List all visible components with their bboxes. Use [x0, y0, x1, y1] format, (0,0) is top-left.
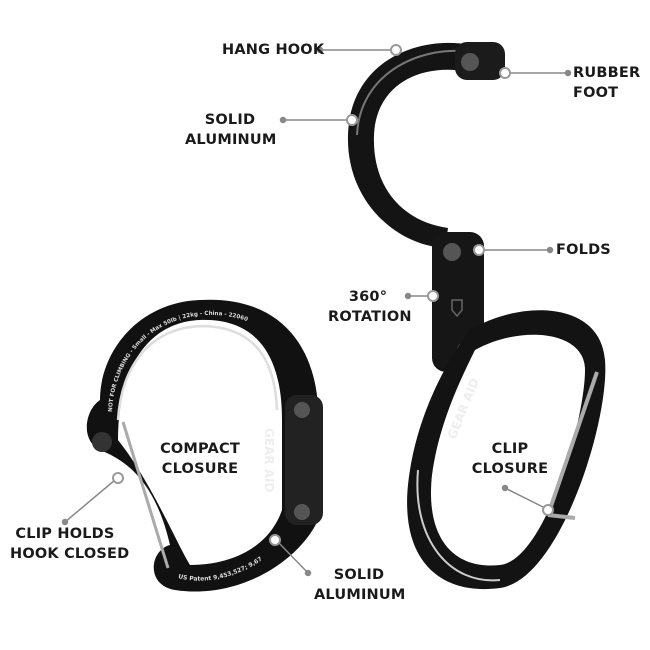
- callout-dots: [112, 44, 554, 546]
- label-hang-hook: HANG HOOK: [222, 42, 325, 58]
- label-line: CLIP HOLDS: [15, 526, 115, 542]
- label-clip-closure: CLIP CLOSURE: [465, 439, 555, 479]
- label-line: ROTATION: [328, 309, 412, 325]
- label-line: RUBBER: [573, 65, 641, 81]
- label-line: SOLID: [333, 567, 385, 583]
- compact-carabiner-product: GEAR AID NOT FOR CLIMBING - Small - Max …: [0, 0, 323, 592]
- label-line: CLOSURE: [161, 461, 239, 477]
- label-line: HOOK CLOSED: [10, 546, 130, 562]
- label-solid-aluminum-bottom: SOLID ALUMINUM: [314, 565, 406, 605]
- label-line: CLIP: [491, 441, 529, 457]
- brand-text-left: GEAR AID: [262, 428, 276, 493]
- label-solid-aluminum-top: SOLID ALUMINUM: [185, 110, 277, 150]
- label-line: ALUMINUM: [185, 132, 277, 148]
- label-rotation: 360° ROTATION: [328, 287, 412, 327]
- label-rubber-foot: RUBBER FOOT: [573, 63, 640, 103]
- label-line: COMPACT: [160, 441, 240, 457]
- label-line: FOOT: [573, 85, 619, 101]
- leader-lines: [61, 46, 572, 577]
- label-compact-closure: COMPACT CLOSURE: [155, 439, 245, 479]
- hang-hook-product: GEAR AID: [347, 42, 606, 590]
- label-clip-holds-hook-closed: CLIP HOLDS HOOK CLOSED: [10, 524, 130, 564]
- label-line: 360°: [348, 289, 388, 305]
- label-line: CLOSURE: [471, 461, 549, 477]
- label-folds: FOLDS: [556, 242, 611, 258]
- label-line: ALUMINUM: [314, 587, 406, 603]
- label-line: SOLID: [204, 112, 256, 128]
